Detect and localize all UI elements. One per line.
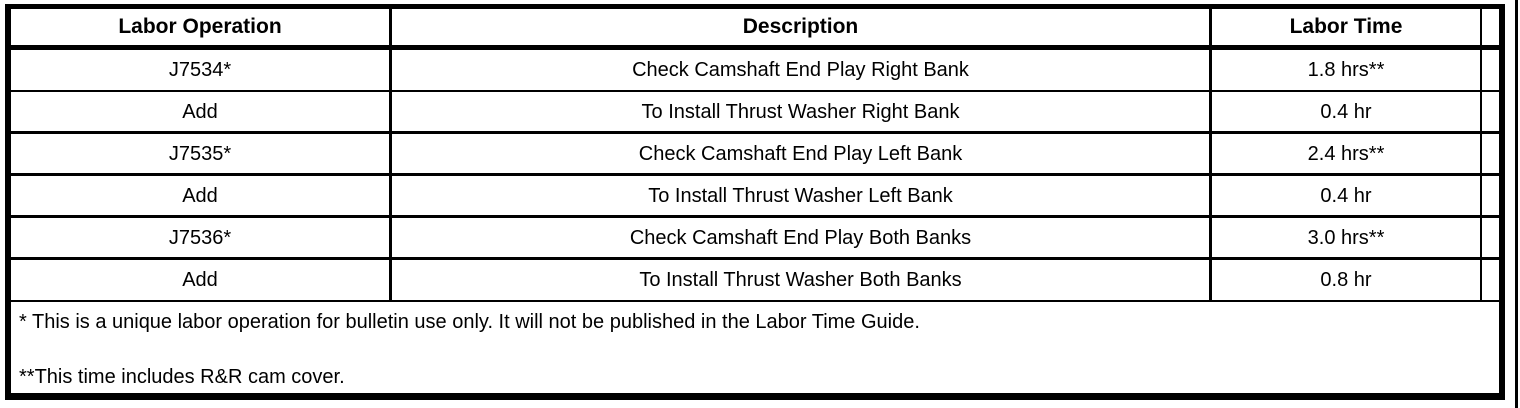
cell-labor-time: 0.8 hr	[1212, 260, 1482, 300]
cell-description: Check Camshaft End Play Right Bank	[392, 50, 1212, 90]
scan-edge-line	[1515, 0, 1518, 408]
cell-labor-operation: Add	[11, 92, 392, 131]
cell-labor-time: 0.4 hr	[1212, 176, 1482, 215]
table-row: Add To Install Thrust Washer Right Bank …	[11, 92, 1499, 134]
table-row: Add To Install Thrust Washer Left Bank 0…	[11, 176, 1499, 218]
cell-labor-operation: Add	[11, 260, 392, 300]
cell-description: To Install Thrust Washer Both Banks	[392, 260, 1212, 300]
table-header-row: Labor Operation Description Labor Time	[11, 9, 1499, 50]
cell-description: Check Camshaft End Play Left Bank	[392, 134, 1212, 173]
cell-labor-operation: J7535*	[11, 134, 392, 173]
cell-description: To Install Thrust Washer Right Bank	[392, 92, 1212, 131]
cell-spare	[1482, 50, 1499, 90]
footnote-unique-labor-operation: * This is a unique labor operation for b…	[19, 311, 920, 333]
cell-labor-time: 0.4 hr	[1212, 92, 1482, 131]
header-labor-time: Labor Time	[1212, 9, 1482, 45]
table-row: J7534* Check Camshaft End Play Right Ban…	[11, 50, 1499, 92]
cell-spare	[1482, 260, 1499, 300]
cell-spare	[1482, 218, 1499, 257]
cell-description: To Install Thrust Washer Left Bank	[392, 176, 1212, 215]
table-row: Add To Install Thrust Washer Both Banks …	[11, 260, 1499, 302]
cell-spare	[1482, 176, 1499, 215]
header-spare-column	[1482, 9, 1499, 45]
cell-labor-time: 1.8 hrs**	[1212, 50, 1482, 90]
footnote-time-includes-rr-cam-cover: **This time includes R&R cam cover.	[19, 366, 345, 388]
labor-time-table: Labor Operation Description Labor Time J…	[5, 4, 1505, 400]
cell-labor-time: 2.4 hrs**	[1212, 134, 1482, 173]
cell-labor-operation: Add	[11, 176, 392, 215]
cell-spare	[1482, 92, 1499, 131]
cell-description: Check Camshaft End Play Both Banks	[392, 218, 1212, 257]
header-labor-operation: Labor Operation	[11, 9, 392, 45]
header-description: Description	[392, 9, 1212, 45]
cell-spare	[1482, 134, 1499, 173]
table-row: J7536* Check Camshaft End Play Both Bank…	[11, 218, 1499, 260]
cell-labor-operation: J7534*	[11, 50, 392, 90]
footnote-section: * This is a unique labor operation for b…	[11, 302, 1499, 395]
table-row: J7535* Check Camshaft End Play Left Bank…	[11, 134, 1499, 176]
cell-labor-time: 3.0 hrs**	[1212, 218, 1482, 257]
cell-labor-operation: J7536*	[11, 218, 392, 257]
